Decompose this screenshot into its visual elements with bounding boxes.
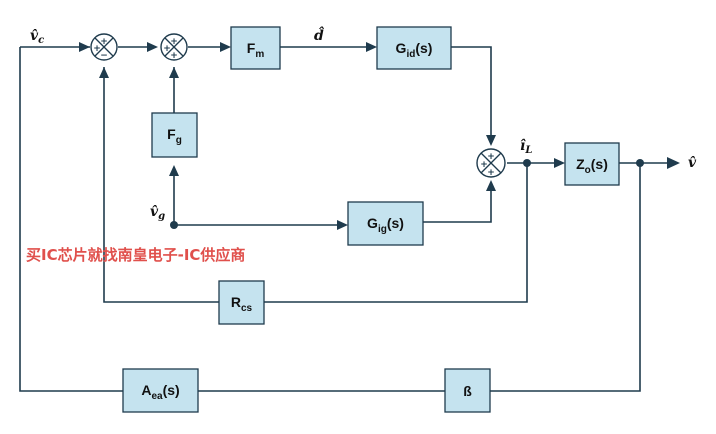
block-gid: Gid(s) bbox=[376, 26, 452, 70]
sum2-left-sign: + bbox=[163, 44, 171, 54]
summing-junction-3: + + + bbox=[476, 148, 506, 178]
sum3-left-sign: + bbox=[480, 160, 488, 170]
signal-v-label: v̂ bbox=[688, 155, 697, 171]
summing-junction-1: + + − bbox=[90, 33, 118, 61]
sum1-top-sign: + bbox=[100, 37, 108, 47]
signal-vc-label: v̂c bbox=[30, 28, 44, 46]
svg-text:Gid(s): Gid(s) bbox=[396, 40, 433, 60]
arrowheads bbox=[79, 42, 680, 230]
svg-text:Zo(s): Zo(s) bbox=[576, 156, 608, 176]
signal-d-label: d̂ bbox=[314, 25, 325, 44]
sum1-left-sign: + bbox=[93, 44, 101, 54]
summing-junction-2: + + + bbox=[160, 33, 188, 61]
sum3-top-sign: + bbox=[487, 152, 495, 162]
junction-dots bbox=[170, 159, 644, 229]
svg-text:Rcs: Rcs bbox=[231, 294, 253, 314]
svg-text:Aea(s): Aea(s) bbox=[141, 382, 179, 402]
signal-vg-label: v̂g bbox=[150, 204, 165, 222]
sum1-bottom-sign: − bbox=[100, 51, 108, 61]
wires bbox=[19, 46, 678, 392]
block-fm: Fm bbox=[230, 26, 281, 70]
sum2-bottom-sign: + bbox=[170, 51, 178, 61]
block-zo: Zo(s) bbox=[564, 142, 620, 186]
svg-text:Gig(s): Gig(s) bbox=[367, 215, 404, 235]
block-rcs: Rcs bbox=[218, 280, 265, 325]
block-aea: Aea(s) bbox=[122, 368, 199, 413]
block-fg: Fg bbox=[151, 112, 198, 158]
watermark-text: 买IC芯片就找南皇电子-IC供应商 bbox=[26, 246, 245, 264]
sum2-top-sign: + bbox=[170, 37, 178, 47]
svg-text:ß: ß bbox=[463, 383, 472, 399]
svg-text:Fm: Fm bbox=[247, 40, 265, 60]
sum3-bottom-sign: + bbox=[487, 168, 495, 178]
signal-il-label: îL bbox=[520, 138, 532, 156]
block-beta: ß bbox=[444, 368, 491, 413]
svg-text:Fg: Fg bbox=[167, 126, 182, 146]
block-gig: Gig(s) bbox=[347, 201, 424, 246]
